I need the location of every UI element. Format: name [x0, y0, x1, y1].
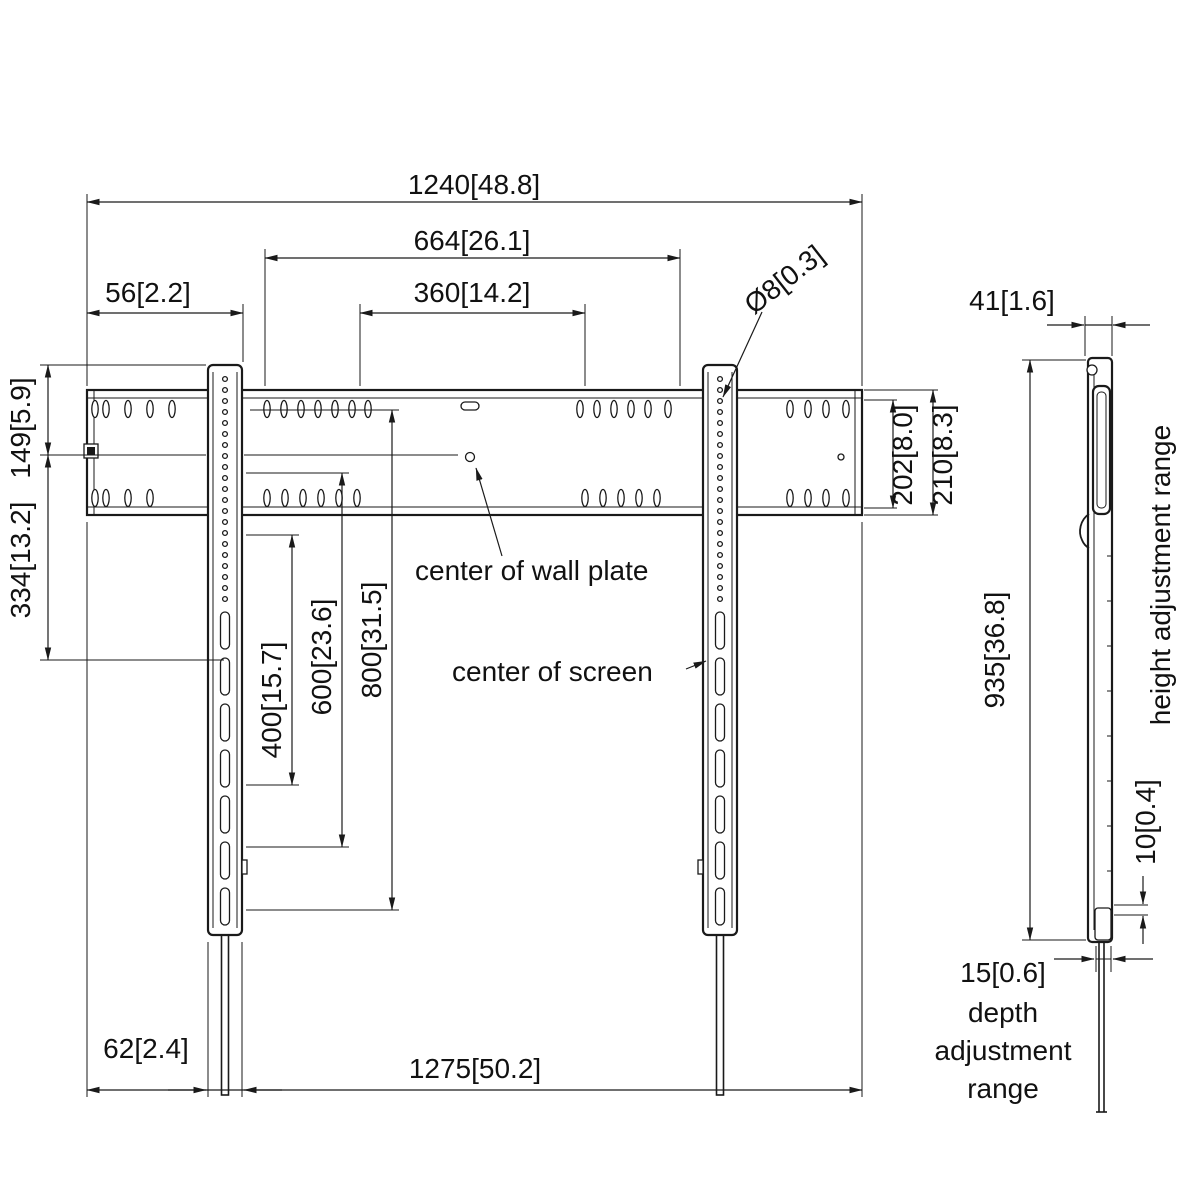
dim-vesa-400: 400[15.7]: [256, 642, 287, 759]
dim-inner-width: 664[26.1]: [414, 225, 531, 256]
hole-diameter-leader: [722, 311, 763, 398]
foot-block: [1094, 907, 1112, 941]
center-screen-leader: [685, 660, 707, 670]
dim-plate-202: 202[8.0]: [887, 404, 918, 505]
label-adjustment: adjustment: [935, 1035, 1072, 1066]
side-profile: [1079, 356, 1114, 1113]
label-range: range: [967, 1073, 1039, 1104]
dim-plate-height-149: 149[5.9]: [5, 377, 36, 478]
bottom-hook: [1079, 513, 1090, 549]
dim-rail-height-935: 935[36.8]: [979, 592, 1010, 709]
label-center-of-wall-plate: center of wall plate: [415, 555, 648, 586]
front-extension-lines: [40, 194, 938, 1097]
side-slot-ticks: [1107, 555, 1111, 872]
dim-height-adjustment-10: 10[0.4]: [1130, 779, 1161, 865]
left-rail-strap: [220, 929, 230, 1096]
right-rail-tab: [697, 859, 704, 875]
center-top-slot: [460, 401, 480, 411]
dim-hole-diameter: Ø8[0.3]: [738, 239, 829, 320]
dim-center-drop-334: 334[13.2]: [5, 502, 36, 619]
left-latch-detail: [87, 447, 95, 455]
wall-plate-section-inner: [1096, 391, 1107, 509]
left-rail: [206, 363, 248, 937]
left-rail-holes: [219, 375, 231, 926]
dim-vesa-800: 800[31.5]: [356, 582, 387, 699]
dim-depth-adjustment-15: 15[0.6]: [960, 957, 1046, 988]
wall-plate-slots: [91, 399, 850, 508]
right-rail: [697, 363, 739, 937]
dim-overall-width-top: 1240[48.8]: [408, 169, 540, 200]
wall-plate-center-mark: [464, 451, 476, 463]
dim-edge-offset: 56[2.2]: [105, 277, 191, 308]
dim-rail-foot-62: 62[2.4]: [103, 1033, 189, 1064]
label-depth: depth: [968, 997, 1038, 1028]
dim-plate-210: 210[8.3]: [927, 404, 958, 505]
wall-plate: [83, 388, 864, 517]
dim-depth-41: 41[1.6]: [969, 285, 1055, 316]
front-view: 1240[48.8] 664[26.1] 56[2.2] 360[14.2] Ø…: [5, 169, 958, 1097]
label-height-adjustment-range: height adjustment range: [1145, 425, 1176, 725]
front-dimension-lines: [44, 198, 937, 1094]
right-rail-holes: [714, 375, 726, 926]
side-extension-lines: [1022, 316, 1148, 972]
dim-overall-width-bottom: 1275[50.2]: [409, 1053, 541, 1084]
wall-plate-section: [1091, 384, 1112, 516]
top-hook-pivot: [1086, 364, 1098, 376]
center-wall-plate-leader: [475, 467, 503, 557]
label-center-of-screen: center of screen: [452, 656, 653, 687]
side-view: 41[1.6] 935[36.8] height adjustment rang…: [935, 285, 1176, 1113]
right-pin-hole: [837, 453, 845, 461]
side-dimension-lines: [1026, 321, 1153, 963]
left-rail-tab: [241, 859, 248, 875]
dim-vesa-600: 600[23.6]: [306, 599, 337, 716]
dim-slot-span: 360[14.2]: [414, 277, 531, 308]
right-rail-strap: [715, 929, 725, 1096]
